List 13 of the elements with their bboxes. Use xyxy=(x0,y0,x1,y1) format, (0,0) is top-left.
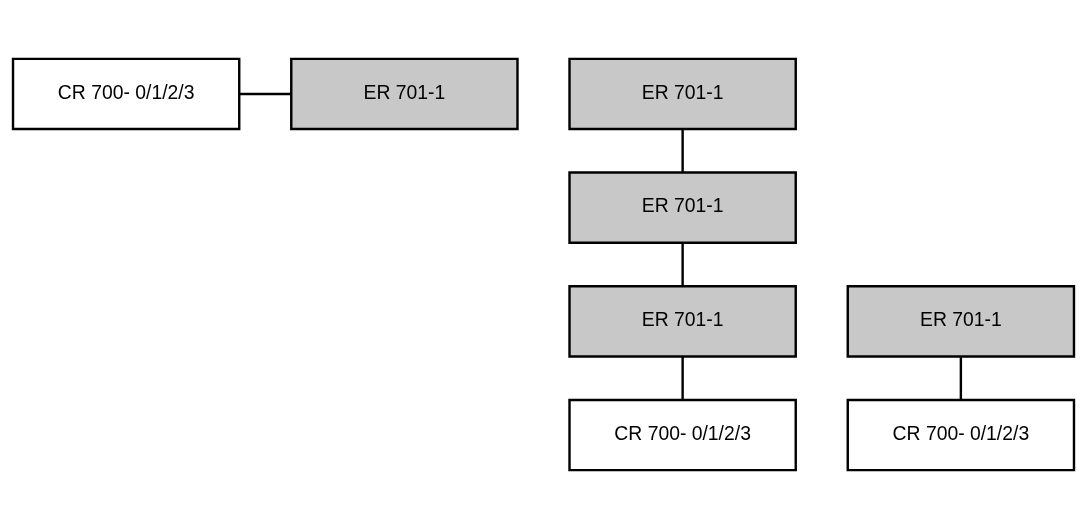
connector xyxy=(681,356,684,400)
connector xyxy=(681,128,684,172)
node-box: ER 701-1 xyxy=(846,284,1076,358)
node-box: CR 700- 0/1/2/3 xyxy=(568,398,797,471)
node-box: ER 701-1 xyxy=(568,284,797,358)
node-box: ER 701-1 xyxy=(568,170,797,244)
node-box: ER 701-1 xyxy=(568,57,797,130)
node-box: CR 700- 0/1/2/3 xyxy=(846,398,1076,471)
node-box: CR 700- 0/1/2/3 xyxy=(11,57,241,130)
node-box: ER 701-1 xyxy=(290,57,519,130)
connector xyxy=(681,242,684,286)
connector xyxy=(239,92,292,95)
connector xyxy=(959,356,963,400)
